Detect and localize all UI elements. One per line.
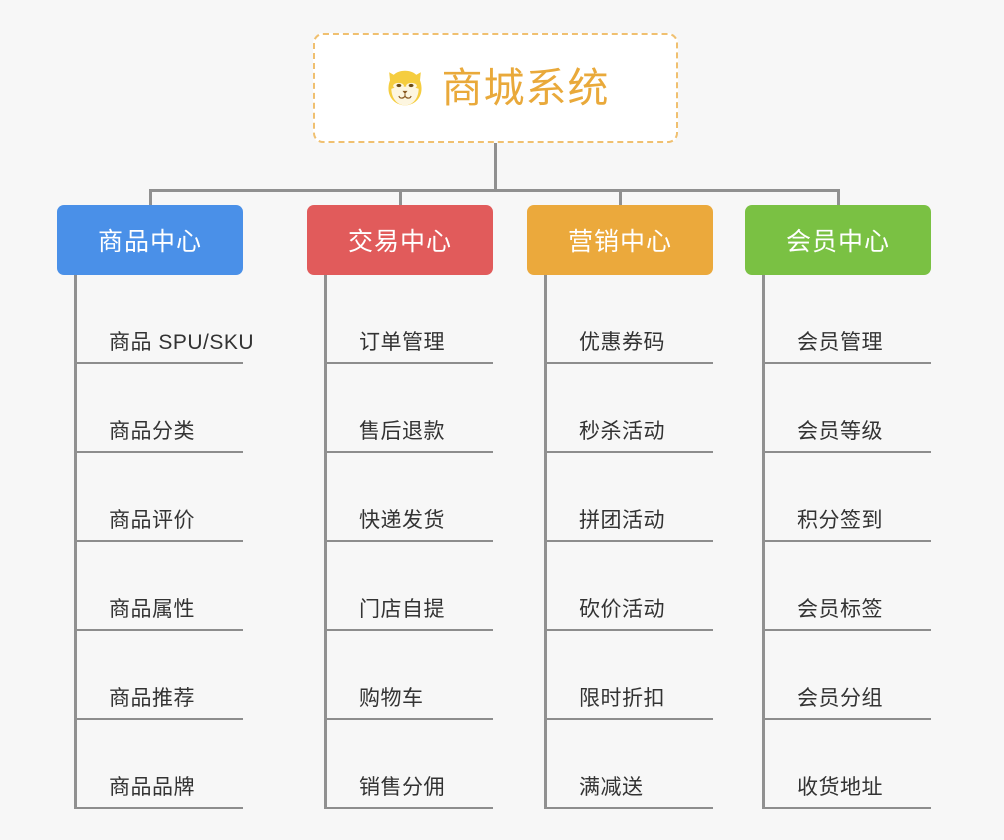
item-list-product-center: 商品 SPU/SKU 商品分类 商品评价 商品属性 商品推荐 商品品牌 xyxy=(74,275,254,809)
list-item-label: 会员分组 xyxy=(765,682,931,720)
shiba-dog-face-icon xyxy=(387,70,422,106)
list-item[interactable]: 满减送 xyxy=(547,720,713,809)
item-list-trade-center: 订单管理 售后退款 快递发货 门店自提 购物车 销售分佣 xyxy=(324,275,493,809)
list-item-label: 售后退款 xyxy=(327,415,493,453)
list-item-label: 订单管理 xyxy=(327,326,493,364)
list-item-label: 商品分类 xyxy=(77,415,243,453)
root-node-title: 商城系统 xyxy=(441,64,610,111)
connector-drop-1 xyxy=(149,189,152,207)
list-item[interactable]: 积分签到 xyxy=(765,453,931,542)
list-item-label: 商品 SPU/SKU xyxy=(77,326,254,364)
list-item[interactable]: 优惠券码 xyxy=(547,275,713,364)
list-item-label: 会员管理 xyxy=(765,326,931,364)
list-item[interactable]: 限时折扣 xyxy=(547,631,713,720)
list-item[interactable]: 商品评价 xyxy=(77,453,243,542)
list-item-label: 门店自提 xyxy=(327,593,493,631)
list-item[interactable]: 销售分佣 xyxy=(327,720,493,809)
category-label: 营销中心 xyxy=(567,228,672,256)
category-box-member-center[interactable]: 会员中心 xyxy=(745,205,931,275)
list-item-label: 满减送 xyxy=(547,771,713,809)
list-item-label: 销售分佣 xyxy=(327,771,493,809)
list-item-label: 商品属性 xyxy=(77,593,243,631)
list-item[interactable]: 商品推荐 xyxy=(77,631,243,720)
connector-root-stem xyxy=(494,143,497,191)
connector-drop-4 xyxy=(837,189,840,207)
branch-column-trade-center: 交易中心 订单管理 售后退款 快递发货 门店自提 购物车 销售分佣 xyxy=(307,205,493,809)
list-item[interactable]: 砍价活动 xyxy=(547,542,713,631)
list-item-label: 收货地址 xyxy=(765,771,931,809)
list-item[interactable]: 商品属性 xyxy=(77,542,243,631)
list-item[interactable]: 商品品牌 xyxy=(77,720,243,809)
list-item-label: 会员标签 xyxy=(765,593,931,631)
list-item-label: 商品品牌 xyxy=(77,771,243,809)
connector-drop-3 xyxy=(619,189,622,207)
list-item[interactable]: 售后退款 xyxy=(327,364,493,453)
branch-column-marketing-center: 营销中心 优惠券码 秒杀活动 拼团活动 砍价活动 限时折扣 满减送 xyxy=(527,205,713,809)
list-item-label: 秒杀活动 xyxy=(547,415,713,453)
list-item-label: 购物车 xyxy=(327,682,493,720)
list-item[interactable]: 会员管理 xyxy=(765,275,931,364)
list-item-label: 快递发货 xyxy=(327,504,493,542)
list-item[interactable]: 会员分组 xyxy=(765,631,931,720)
list-item[interactable]: 门店自提 xyxy=(327,542,493,631)
list-item-label: 商品评价 xyxy=(77,504,243,542)
list-item-label: 优惠券码 xyxy=(547,326,713,364)
list-item-label: 商品推荐 xyxy=(77,682,243,720)
branch-column-product-center: 商品中心 商品 SPU/SKU 商品分类 商品评价 商品属性 商品推荐 商品品牌 xyxy=(57,205,254,809)
list-item[interactable]: 会员等级 xyxy=(765,364,931,453)
list-item[interactable]: 收货地址 xyxy=(765,720,931,809)
branch-column-member-center: 会员中心 会员管理 会员等级 积分签到 会员标签 会员分组 收货地址 xyxy=(745,205,931,809)
connector-drop-2 xyxy=(399,189,402,207)
category-label: 商品中心 xyxy=(97,228,202,256)
list-item[interactable]: 商品 SPU/SKU xyxy=(77,275,254,364)
category-box-marketing-center[interactable]: 营销中心 xyxy=(527,205,713,275)
category-label: 交易中心 xyxy=(347,228,452,256)
list-item-label: 拼团活动 xyxy=(547,504,713,542)
item-list-marketing-center: 优惠券码 秒杀活动 拼团活动 砍价活动 限时折扣 满减送 xyxy=(544,275,713,809)
list-item-label: 会员等级 xyxy=(765,415,931,453)
category-box-product-center[interactable]: 商品中心 xyxy=(57,205,243,275)
list-item[interactable]: 商品分类 xyxy=(77,364,243,453)
list-item-label: 限时折扣 xyxy=(547,682,713,720)
list-item[interactable]: 会员标签 xyxy=(765,542,931,631)
list-item-label: 积分签到 xyxy=(765,504,931,542)
list-item[interactable]: 订单管理 xyxy=(327,275,493,364)
list-item[interactable]: 秒杀活动 xyxy=(547,364,713,453)
list-item-label: 砍价活动 xyxy=(547,593,713,631)
category-box-trade-center[interactable]: 交易中心 xyxy=(307,205,493,275)
connector-horizontal-bus xyxy=(150,189,840,192)
category-label: 会员中心 xyxy=(785,228,890,256)
item-list-member-center: 会员管理 会员等级 积分签到 会员标签 会员分组 收货地址 xyxy=(762,275,931,809)
list-item[interactable]: 快递发货 xyxy=(327,453,493,542)
list-item[interactable]: 购物车 xyxy=(327,631,493,720)
list-item[interactable]: 拼团活动 xyxy=(547,453,713,542)
root-node-card[interactable]: 商城系统 xyxy=(313,33,678,143)
